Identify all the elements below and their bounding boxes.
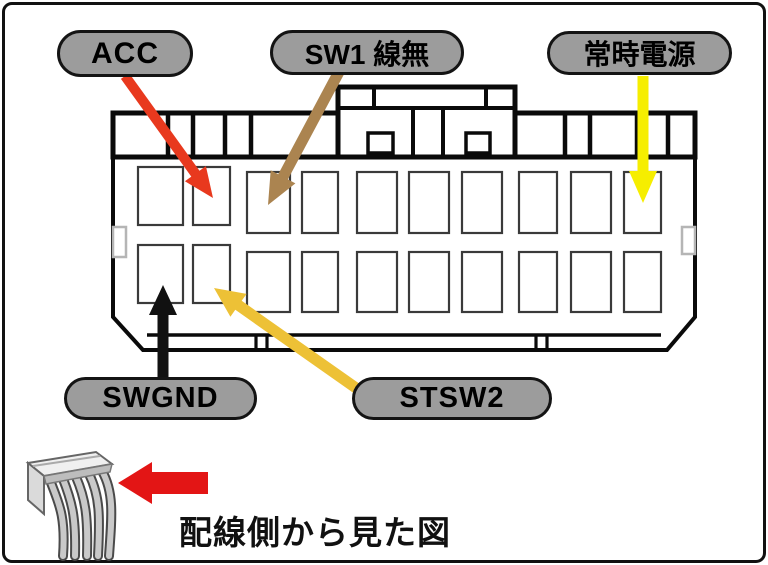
label-swgnd: SWGND — [64, 377, 257, 420]
pin-row-top — [136, 165, 663, 235]
stsw2-arrow — [214, 288, 360, 393]
swgnd-arrow — [149, 285, 177, 382]
side-notch-left — [111, 225, 128, 259]
top-pin-1 — [136, 165, 185, 227]
top-pin-5 — [355, 170, 399, 235]
top-pin-7 — [460, 170, 504, 235]
label-constant-power: 常時電源 — [547, 31, 732, 75]
bottom-pin-9 — [569, 250, 613, 314]
label-acc: ACC — [57, 30, 193, 77]
side-notch-right — [680, 225, 697, 256]
bottom-pin-7 — [460, 250, 504, 314]
bottom-pin-10 — [622, 250, 663, 314]
harness-photo — [25, 450, 117, 561]
photo-pointer-arrow — [118, 462, 208, 504]
housing-wire-edge — [43, 463, 114, 485]
wire-highlights — [47, 468, 115, 559]
bottom-pin-5 — [355, 250, 399, 314]
bottom-pin-3 — [245, 250, 292, 314]
top-pin-9 — [569, 170, 613, 235]
label-stsw2: STSW2 — [352, 377, 552, 420]
latch-window-left — [366, 131, 395, 155]
top-pin-4 — [300, 170, 340, 235]
latch-window-right — [464, 131, 492, 155]
bottom-rail-notches — [254, 335, 549, 350]
latch-block-dividers — [338, 87, 515, 157]
top-pin-6 — [407, 170, 451, 235]
caption-wiring-side-view: 配線側から見た図 — [179, 514, 451, 551]
sw1-arrow — [268, 67, 345, 206]
bottom-pin-4 — [300, 250, 340, 314]
top-pin-8 — [517, 170, 559, 235]
constant-power-arrow — [629, 76, 657, 203]
bottom-pin-6 — [407, 250, 451, 314]
housing-front-face — [27, 460, 45, 517]
acc-arrow — [120, 73, 213, 198]
label-sw1-no-wire: SW1 線無 — [270, 30, 464, 75]
housing-ridge-line — [32, 455, 101, 467]
bottom-pin-8 — [517, 250, 559, 314]
